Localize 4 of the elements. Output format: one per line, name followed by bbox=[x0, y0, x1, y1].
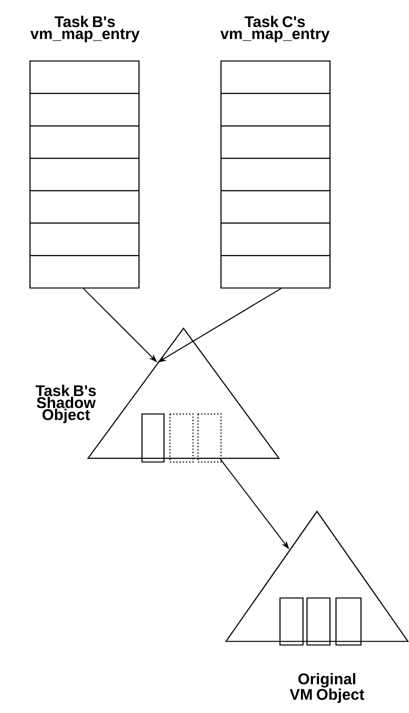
object-label: Task C's vm_map_entry bbox=[220, 16, 330, 42]
object-label: Task B's vm_map_entry bbox=[30, 16, 140, 42]
object-label: Original VM Object bbox=[290, 673, 364, 703]
object-label: Task B's Shadow Object bbox=[36, 384, 96, 424]
